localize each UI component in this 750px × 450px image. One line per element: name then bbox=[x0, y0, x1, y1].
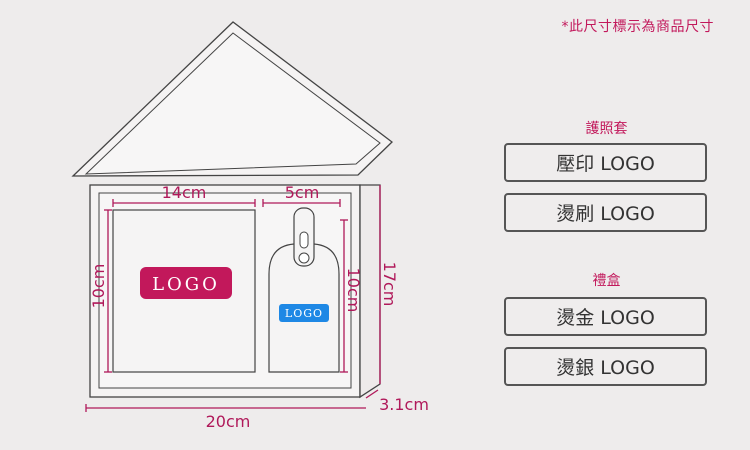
tag-hole bbox=[298, 252, 310, 264]
option-emboss-logo[interactable]: 壓印 LOGO bbox=[504, 143, 707, 182]
giftbox-section-title: 禮盒 bbox=[592, 273, 621, 289]
box-depth-label: 3.1cm bbox=[379, 395, 429, 414]
tag-width-label: 5cm bbox=[285, 183, 320, 202]
passport-logo-text: LOGO bbox=[152, 274, 220, 295]
box-height-label: 17cm bbox=[380, 262, 399, 307]
option-gold-foil-logo[interactable]: 燙金 LOGO bbox=[504, 297, 707, 336]
size-note: *此尺寸標示為商品尺寸 bbox=[561, 19, 714, 35]
tag-logo-text: LOGO bbox=[285, 307, 323, 320]
passport-width-label: 14cm bbox=[162, 183, 207, 202]
box-width-label: 20cm bbox=[206, 412, 251, 431]
passport-logo-badge bbox=[140, 267, 232, 299]
tag-height-label: 10cm bbox=[344, 268, 363, 313]
passport-height-label: 10cm bbox=[89, 264, 108, 309]
option-hot-stamp-logo[interactable]: 燙刷 LOGO bbox=[504, 193, 707, 232]
passport-section-title: 護照套 bbox=[585, 121, 628, 137]
tag-strap-slot bbox=[299, 231, 309, 249]
box-lid-inner bbox=[84, 32, 381, 175]
option-silver-foil-logo[interactable]: 燙銀 LOGO bbox=[504, 347, 707, 386]
tag-logo-badge bbox=[279, 304, 329, 322]
